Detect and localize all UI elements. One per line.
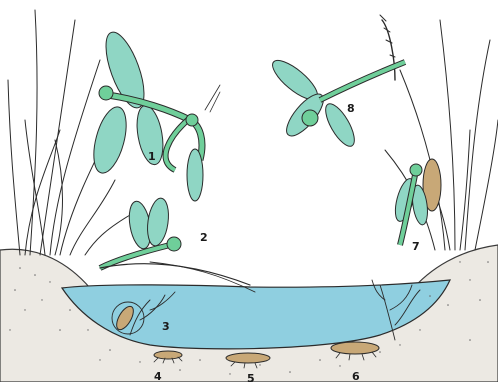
label-7: 7: [412, 240, 420, 253]
label-4: 4: [154, 370, 162, 382]
dragonfly-7: [392, 159, 441, 245]
label-2: 2: [200, 231, 208, 244]
label-8: 8: [347, 102, 355, 115]
dragonfly-pair-1: [88, 28, 220, 201]
dragonfly-2: [100, 197, 255, 292]
label-1: 1: [148, 150, 156, 163]
dragonfly-8: [267, 54, 405, 150]
label-5: 5: [247, 372, 255, 382]
label-3: 3: [162, 320, 170, 333]
label-6: 6: [352, 370, 360, 382]
